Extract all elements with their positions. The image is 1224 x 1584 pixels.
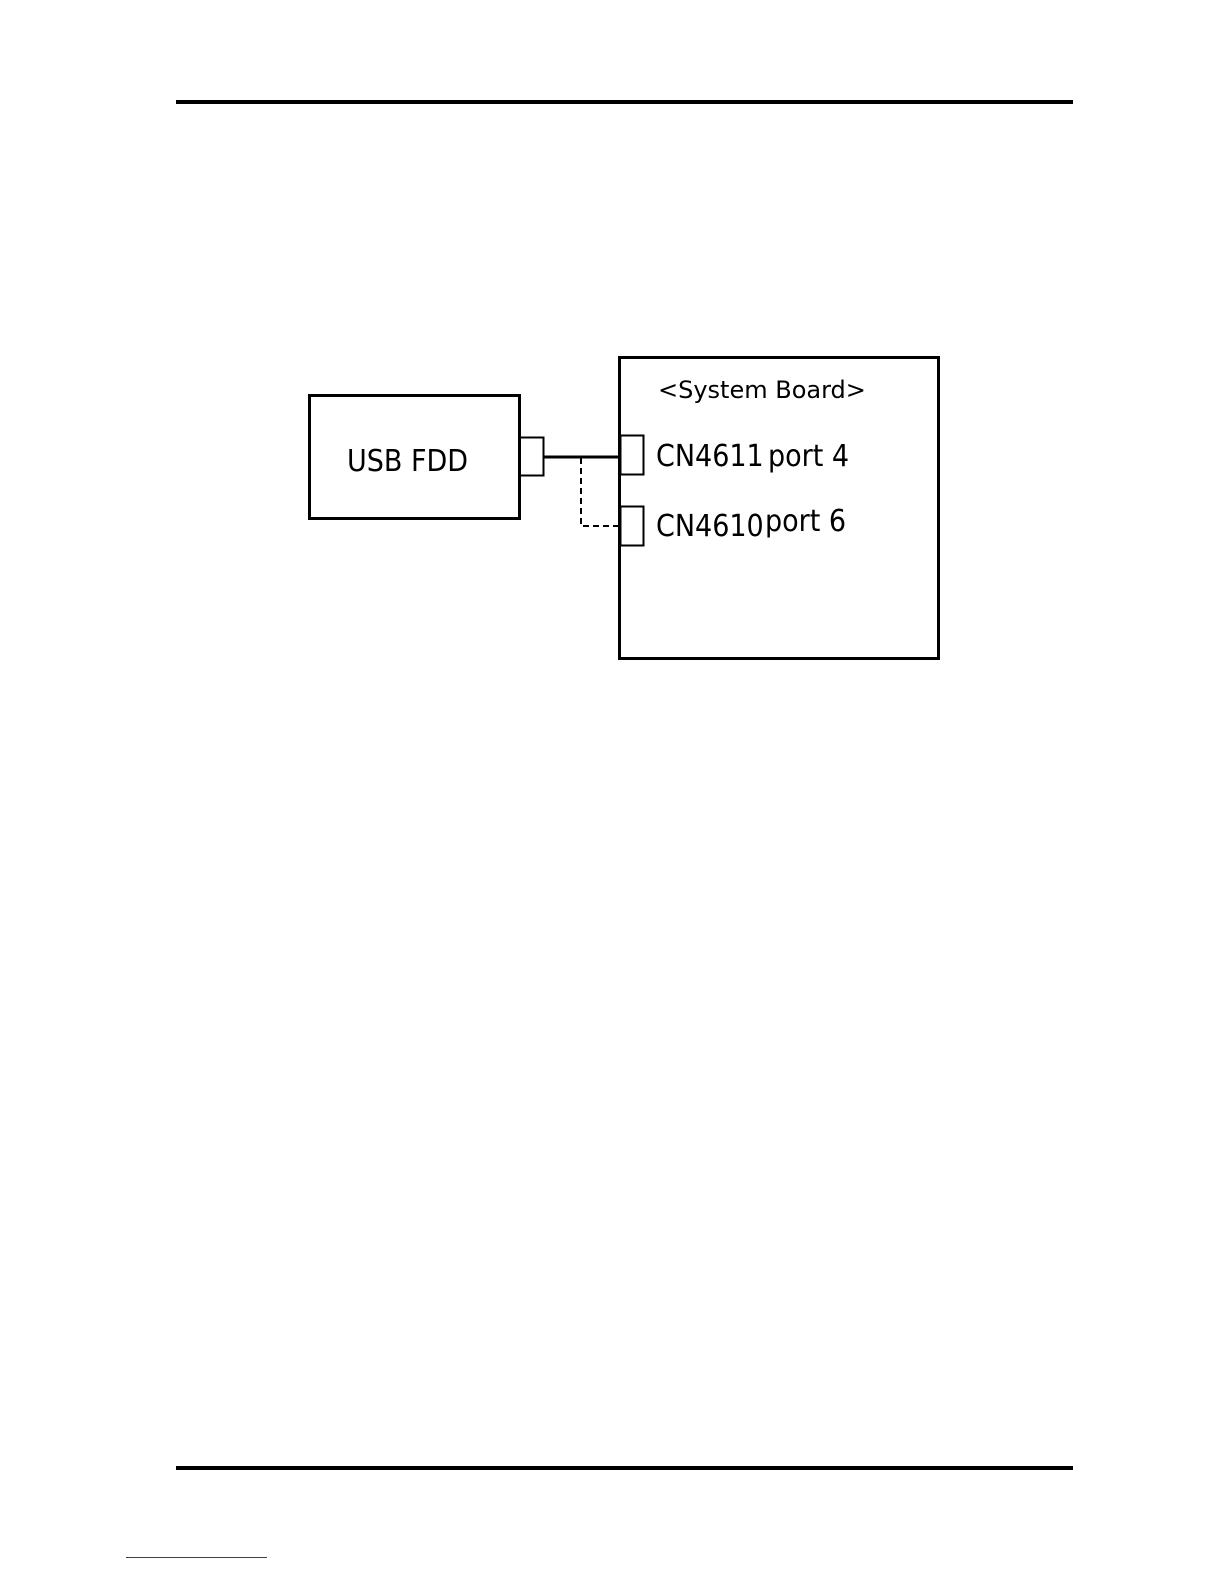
connector-cn4611-port: port 4: [768, 439, 849, 474]
connector-cn4610-label: CN4610: [656, 509, 764, 544]
system-board-title: <System Board>: [658, 376, 866, 404]
connector-cn4611: [621, 436, 644, 475]
connector-cn4610-port: port 6: [765, 504, 846, 539]
usb-fdd-label: USB FDD: [347, 444, 468, 479]
connector-cn4610: [621, 507, 644, 546]
footer-link-underline: [126, 1557, 267, 1558]
footer-rule: [176, 1466, 1073, 1470]
usb-fdd-plug: [520, 438, 544, 476]
cable-dashed-cn4610: [581, 458, 620, 526]
connector-cn4611-label: CN4611: [656, 439, 764, 474]
